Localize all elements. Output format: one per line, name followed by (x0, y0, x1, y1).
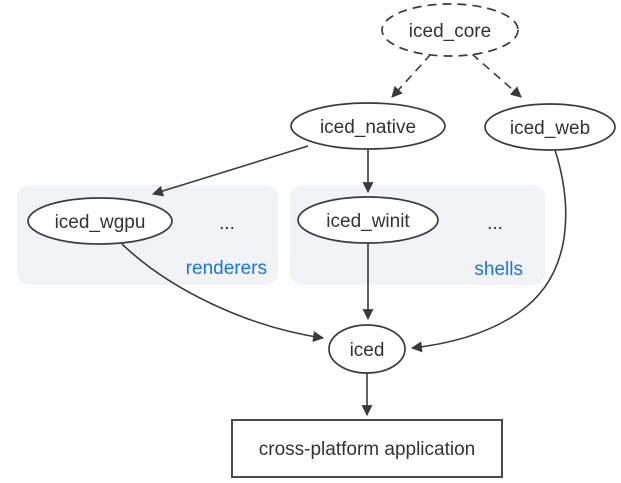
node-iced-native-label: iced_native (320, 117, 416, 138)
edge-iced-core-to-iced-native (391, 53, 432, 98)
node-application-label: cross-platform application (259, 439, 475, 460)
edge-iced-wgpu-to-iced (121, 243, 325, 343)
node-iced-core-label: iced_core (409, 21, 491, 42)
edge-iced-native-to-iced-wgpu (151, 145, 309, 197)
node-iced-core (381, 3, 519, 57)
node-iced-wgpu (27, 197, 173, 245)
node-iced-winit (297, 196, 439, 244)
node-application-box (231, 419, 503, 478)
cluster-renderers-ellipsis: ... (219, 213, 235, 234)
node-iced-web (484, 103, 616, 151)
node-iced-web-label: iced_web (510, 118, 590, 139)
edge-iced-core-to-iced-web (471, 53, 522, 98)
node-iced-winit-label: iced_winit (326, 211, 410, 232)
edge-iced-web-to-iced (410, 149, 567, 353)
node-iced-wgpu-label: iced_wgpu (55, 212, 146, 233)
cluster-shells-ellipsis: ... (487, 213, 503, 234)
node-iced-native (290, 102, 446, 150)
cluster-renderers-label: renderers (186, 258, 267, 279)
node-iced-label: iced (350, 340, 385, 361)
cluster-shells-label: shells (474, 259, 523, 280)
node-iced (328, 324, 406, 374)
